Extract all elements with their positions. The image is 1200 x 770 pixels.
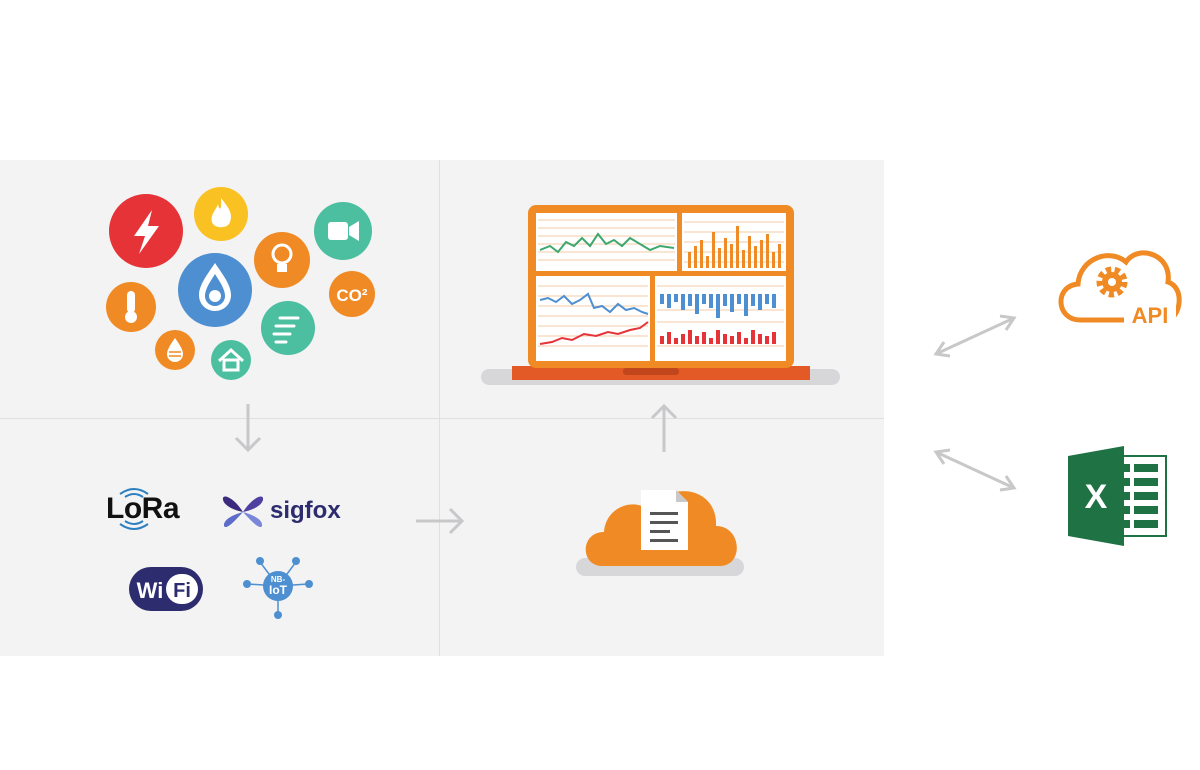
wifi-text-left: Wi bbox=[137, 578, 164, 603]
blue-bar-series bbox=[660, 294, 776, 318]
panel-divider-horizontal bbox=[0, 418, 884, 419]
light-bulb-sensor-icon bbox=[254, 232, 310, 288]
excel-icon: X bbox=[1068, 446, 1167, 546]
co2-label: CO² bbox=[336, 286, 368, 305]
smart-home-sensor-icon bbox=[211, 340, 251, 380]
green-trend-line bbox=[539, 232, 675, 254]
arrow-up-to-dashboard bbox=[650, 403, 678, 452]
api-cloud-icon: API bbox=[1058, 250, 1182, 328]
electricity-sensor-icon bbox=[109, 194, 183, 268]
nb-iot-text-top: NB- bbox=[271, 575, 286, 584]
line-chart-panel-green bbox=[536, 213, 677, 271]
thermometer-sensor-icon bbox=[106, 282, 156, 332]
gas-flame-sensor-icon bbox=[194, 187, 248, 241]
red-trend-line bbox=[539, 321, 649, 345]
laptop-dashboard bbox=[481, 205, 840, 385]
sigfox-butterfly-icon bbox=[222, 496, 264, 528]
sigfox-logo-text: sigfox bbox=[270, 497, 341, 524]
gear-icon bbox=[1096, 266, 1128, 298]
arrow-down-to-networks bbox=[234, 404, 262, 453]
blue-trend-line bbox=[539, 292, 649, 315]
api-label: API bbox=[1132, 303, 1169, 328]
panel-divider-vertical bbox=[439, 160, 440, 656]
nb-iot-logo: NB- IoT bbox=[243, 557, 313, 619]
document-icon bbox=[641, 490, 688, 550]
excel-letter: X bbox=[1085, 478, 1108, 516]
wifi-text-right: Fi bbox=[173, 580, 191, 602]
cloud-storage-icon bbox=[576, 490, 744, 576]
bidirectional-arrow-api bbox=[933, 314, 1017, 358]
red-bar-series bbox=[660, 330, 776, 344]
orange-bar-series bbox=[688, 226, 781, 268]
lora-signal-icon bbox=[119, 488, 149, 530]
humidity-sensor-icon bbox=[155, 330, 195, 370]
bar-chart-panel-blue-red bbox=[655, 276, 786, 361]
bidirectional-arrow-excel bbox=[933, 448, 1017, 492]
co2-sensor-icon: CO² bbox=[329, 271, 375, 317]
sensor-icons-cluster: CO² bbox=[106, 187, 375, 380]
nb-iot-text-bottom: IoT bbox=[269, 583, 288, 597]
line-chart-panel-blue-red bbox=[536, 276, 650, 361]
arrow-right-to-cloud bbox=[416, 507, 465, 535]
water-drop-sensor-icon bbox=[178, 253, 252, 327]
wifi-logo: Wi Fi bbox=[129, 567, 203, 611]
video-camera-sensor-icon bbox=[314, 202, 372, 260]
air-flow-sensor-icon bbox=[261, 301, 315, 355]
lora-logo-text: LoRa bbox=[106, 492, 180, 525]
